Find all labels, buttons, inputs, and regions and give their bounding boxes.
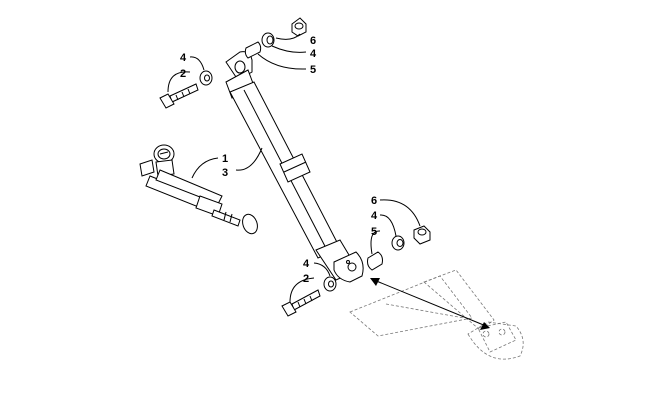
callout-2-lower-left: 2 [303, 273, 309, 285]
lower-left-hardware [281, 276, 337, 317]
callout-4-upper-right: 4 [310, 48, 317, 60]
callout-5-upper-right: 5 [310, 64, 316, 76]
callout-4-upper-left: 4 [180, 52, 187, 64]
upper-right-hardware [244, 17, 307, 59]
assembly-arrow [370, 278, 490, 330]
callout-6-lower-right: 6 [371, 195, 377, 207]
callout-3: 3 [222, 167, 228, 179]
callouts: 4 2 6 4 5 1 3 6 4 5 4 2 [180, 35, 378, 285]
callout-4-lower-left: 4 [303, 258, 310, 270]
leader-lines [167, 33, 421, 303]
callout-1: 1 [222, 153, 228, 165]
upper-left-hardware [159, 70, 213, 109]
callout-5-lower-right: 5 [371, 226, 377, 238]
a-arm-reference [349, 269, 524, 360]
shock-absorber [225, 51, 364, 283]
callout-2-upper-left: 2 [180, 68, 186, 80]
lower-right-hardware [367, 225, 431, 271]
callout-4-lower-right: 4 [371, 210, 378, 222]
callout-6-upper-right: 6 [310, 35, 316, 47]
adjustment-tool [139, 144, 258, 235]
